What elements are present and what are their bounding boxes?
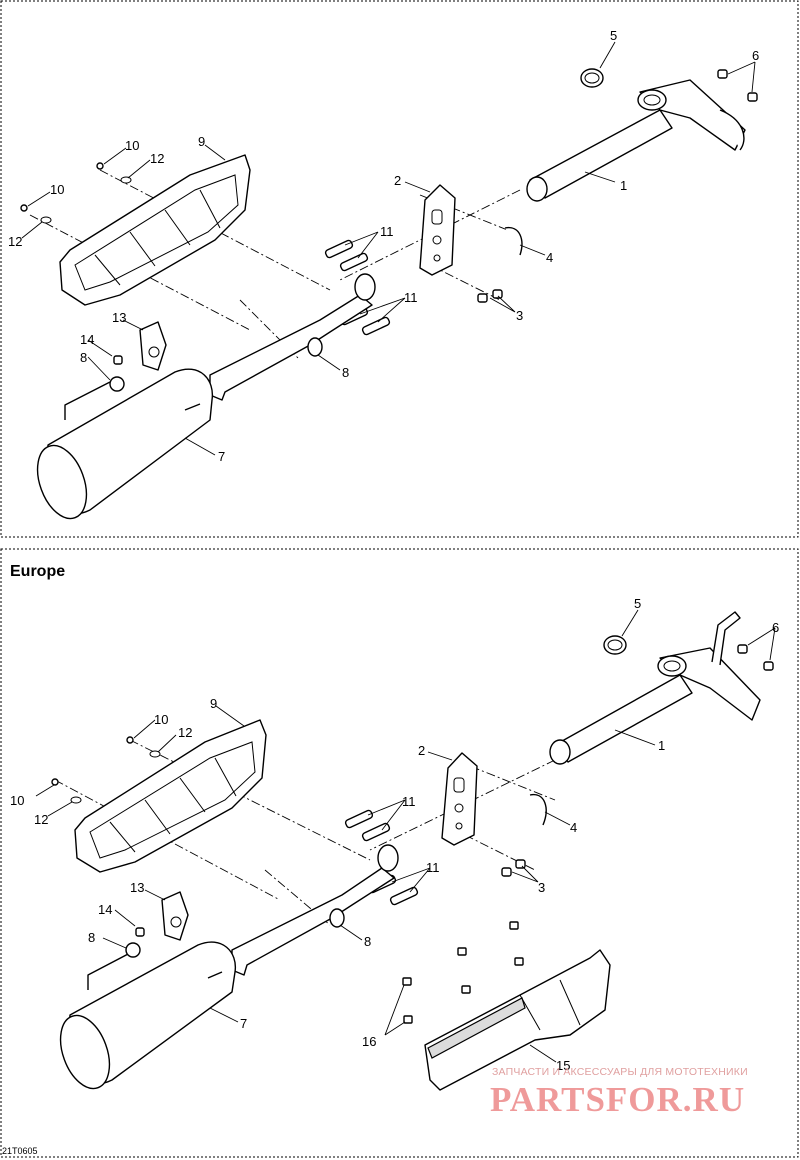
callout-10: 10 (154, 712, 168, 727)
callouts-top: 1 2 3 4 5 6 7 8 9 10 10 11 11 12 12 13 1… (8, 28, 759, 464)
callout-15: 15 (556, 1058, 570, 1073)
callout-1: 1 (658, 738, 665, 753)
skid-plate-15 (424, 949, 611, 1091)
callout-6: 6 (772, 620, 779, 635)
bolts-3-eu (501, 859, 526, 877)
callout-10b: 10 (10, 793, 24, 808)
fasteners-10-12-bottom (51, 736, 161, 804)
callout-4: 4 (570, 820, 577, 835)
watermark-tagline: ЗАПЧАСТИ И АКСЕССУАРЫ ДЛЯ МОТОТЕХНИКИ (492, 1066, 748, 1078)
callout-11: 11 (402, 794, 416, 809)
spring-4-eu (529, 794, 547, 826)
callout-4: 4 (546, 250, 553, 265)
callout-11b: 11 (404, 290, 418, 305)
bottom-assembly (35, 609, 776, 1091)
bracket-13-eu (161, 891, 189, 941)
bracket-13 (139, 321, 167, 371)
callout-1: 1 (620, 178, 627, 193)
callout-12: 12 (178, 725, 192, 740)
callout-7: 7 (218, 449, 225, 464)
nuts-6-eu (737, 644, 774, 671)
muffler-7 (36, 273, 376, 520)
muffler-7-eu (59, 844, 399, 1090)
heat-shield-9 (59, 154, 251, 306)
callout-14: 14 (98, 902, 112, 917)
bracket-2-eu (441, 752, 478, 846)
nut-14-eu (135, 927, 145, 937)
heat-shield-9-eu (74, 719, 267, 873)
callout-10b: 10 (50, 182, 64, 197)
callout-12: 12 (150, 151, 164, 166)
callout-7: 7 (240, 1016, 247, 1031)
callout-3: 3 (516, 308, 523, 323)
callout-11b: 11 (426, 860, 440, 875)
callout-10: 10 (125, 138, 139, 153)
grommet-8b (109, 376, 125, 392)
nut-14 (113, 355, 123, 365)
callouts-bottom: 1 2 3 4 5 6 7 8 9 10 10 11 11 12 12 13 1… (10, 596, 779, 1073)
figure-code: 21T0605 (2, 1146, 38, 1156)
top-panel-frame (0, 0, 799, 538)
callout-8b: 8 (80, 350, 87, 365)
callout-8: 8 (342, 365, 349, 380)
watermark-logo: PARTSFOR.RU (490, 1080, 746, 1119)
callout-12b: 12 (34, 812, 48, 827)
bracket-2 (419, 184, 456, 276)
callout-12b: 12 (8, 234, 22, 249)
callout-16: 16 (362, 1034, 376, 1049)
top-assembly (20, 41, 758, 520)
bottom-panel-frame (0, 548, 799, 1158)
callout-2: 2 (394, 173, 401, 188)
callout-13: 13 (112, 310, 126, 325)
callout-5: 5 (634, 596, 641, 611)
bolts-3 (477, 289, 503, 303)
callout-2: 2 (418, 743, 425, 758)
callout-9: 9 (198, 134, 205, 149)
callout-6: 6 (752, 48, 759, 63)
exhaust-pipe-1 (526, 79, 746, 202)
grommet-8b-eu (125, 942, 141, 958)
nuts-6 (717, 69, 758, 102)
grommet-8a-eu (329, 908, 345, 928)
callout-9: 9 (210, 696, 217, 711)
fasteners-10-12-top (20, 162, 132, 224)
callout-8b: 8 (88, 930, 95, 945)
callout-3: 3 (538, 880, 545, 895)
callout-8: 8 (364, 934, 371, 949)
clips-16 (402, 921, 524, 1024)
callout-5: 5 (610, 28, 617, 43)
exhaust-pipe-1-eu (549, 611, 761, 765)
spring-4 (504, 226, 523, 256)
callout-13: 13 (130, 880, 144, 895)
callout-14: 14 (80, 332, 94, 347)
region-title: Europe (10, 563, 66, 580)
callout-11: 11 (380, 224, 394, 239)
grommet-8a (307, 337, 323, 357)
